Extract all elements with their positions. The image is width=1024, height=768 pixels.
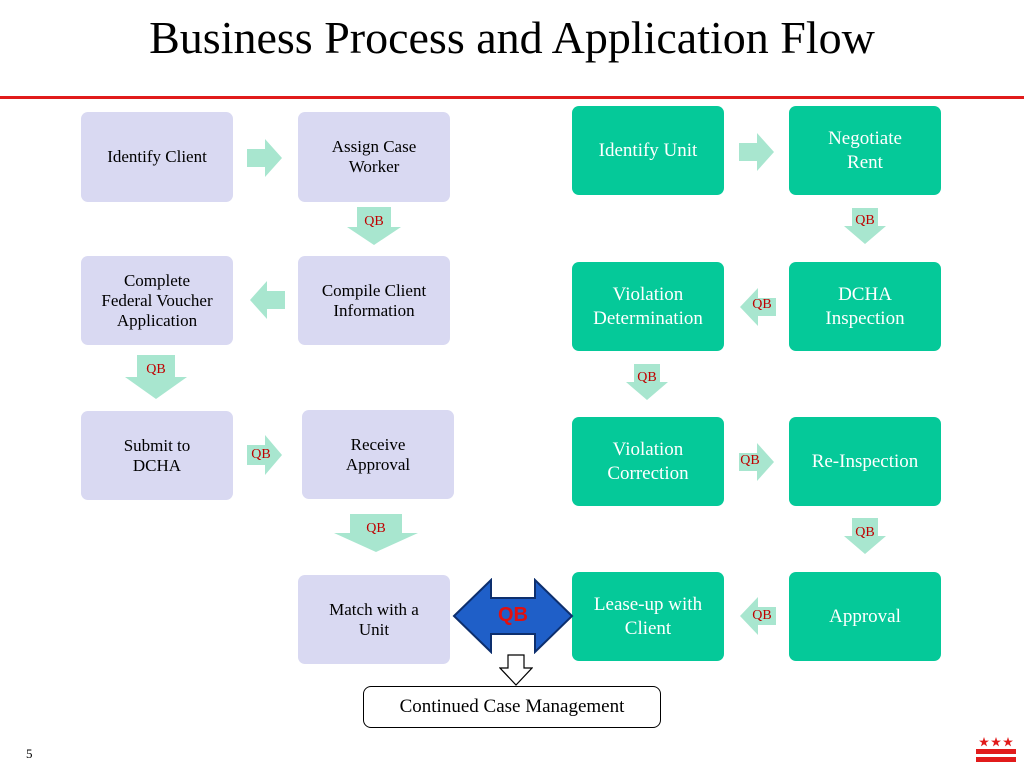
box-label: Identify Unit — [598, 139, 698, 161]
arrow-down-icon — [347, 207, 401, 245]
qb-label: QB — [366, 521, 386, 536]
box-dcha-inspection: DCHA Inspection — [789, 262, 941, 351]
arrow-down-icon — [334, 514, 418, 552]
box-match-with-a-unit: Match with a Unit — [298, 575, 450, 664]
qb-label: QB — [752, 608, 772, 623]
arrow-down-icon — [125, 355, 187, 399]
arrow-right-icon — [247, 435, 282, 475]
box-label: Assign Case Worker — [331, 137, 417, 176]
arrow-right-icon — [739, 443, 774, 481]
box-identify-unit: Identify Unit — [572, 106, 724, 195]
dc-flag-icon — [976, 734, 1016, 764]
page-number: 5 — [26, 746, 33, 761]
box-label: Receive Approval — [345, 434, 411, 474]
box-label: Match with a Unit — [329, 599, 419, 639]
box-label: Submit to DCHA — [123, 435, 191, 475]
box-re-inspection: Re-Inspection — [789, 417, 941, 506]
box-negotiate-rent: Negotiate Rent — [789, 106, 941, 195]
qb-label: QB — [752, 297, 772, 312]
qb-label: QB — [855, 525, 875, 540]
box-violation-determination: Violation Determination — [572, 262, 724, 351]
box-lease-up-with-client: Lease-up with Client — [572, 572, 724, 661]
box-complete-federal-voucher-application: Complete Federal Voucher Application — [81, 256, 233, 345]
box-label: Negotiate Rent — [828, 127, 902, 173]
continued-case-management-box: Continued Case Management — [363, 686, 661, 728]
qb-label: QB — [364, 214, 384, 229]
box-label: Violation Correction — [607, 438, 689, 484]
qb-label: QB — [251, 447, 271, 462]
arrow-down-icon — [626, 364, 668, 400]
qb-label: QB — [855, 213, 875, 228]
arrow-right-icon — [739, 133, 774, 171]
box-label: Approval — [829, 605, 901, 627]
qb-label: QB — [146, 362, 166, 377]
box-label: Re-Inspection — [811, 450, 919, 472]
slide-title: Business Process and Application Flow — [149, 12, 875, 63]
box-label: Compile Client Information — [321, 280, 427, 320]
box-receive-approval: Receive Approval — [302, 410, 454, 499]
box-label: Identify Client — [107, 147, 207, 166]
arrow-left-icon — [250, 281, 285, 319]
arrow-right-icon — [247, 139, 282, 177]
title-divider — [0, 96, 1024, 99]
box-approval: Approval — [789, 572, 941, 661]
qb-label: QB — [740, 453, 760, 468]
arrow-left-icon — [740, 597, 776, 635]
qb-label: QB — [637, 370, 657, 385]
box-label: Violation Determination — [593, 283, 703, 329]
box-label: Lease-up with Client — [593, 593, 703, 639]
arrow-left-icon — [740, 288, 776, 326]
box-identify-client: Identify Client — [81, 112, 233, 202]
hollow-down-arrow-icon — [499, 654, 533, 686]
box-violation-correction: Violation Correction — [572, 417, 724, 506]
arrow-down-icon — [844, 208, 886, 244]
box-label: DCHA Inspection — [825, 283, 905, 329]
box-compile-client-information: Compile Client Information — [298, 256, 450, 345]
box-label: Complete Federal Voucher Application — [101, 270, 213, 330]
qb-center-label: QB — [498, 604, 528, 626]
box-assign-case-worker: Assign Case Worker — [298, 112, 450, 202]
double-arrow-icon — [452, 578, 574, 654]
arrow-down-icon — [844, 518, 886, 554]
box-submit-to-dcha: Submit to DCHA — [81, 411, 233, 500]
